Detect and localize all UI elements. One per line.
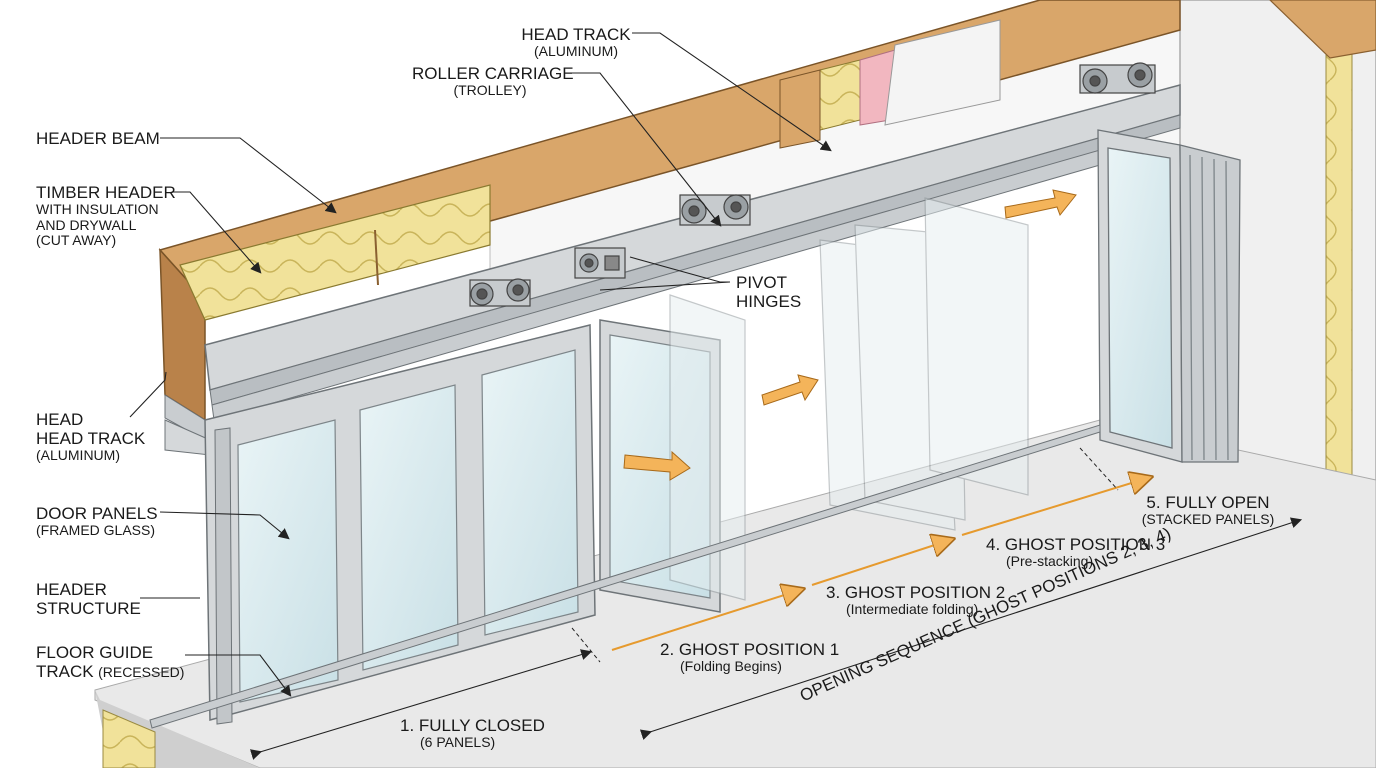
motion-arrows (623, 189, 1077, 481)
label-header-beam: HEADER BEAM (36, 129, 160, 148)
label-head-track-top: HEAD TRACK (ALUMINUM) (521, 25, 631, 60)
label-door-panels: DOOR PANELS (FRAMED GLASS) (36, 504, 158, 539)
label-ghost-position-3: 4. GHOST POSITION 3 (Pre-stacking) (986, 535, 1166, 570)
wall-insulation (1325, 39, 1353, 493)
label-roller-carriage: ROLLER CARRIAGE (TROLLEY) (412, 64, 574, 99)
wall-top-timber (1269, 0, 1376, 59)
stack-guide (1079, 447, 1119, 491)
label-floor-guide-track: FLOOR GUIDE TRACK (RECESSED) (36, 643, 185, 682)
header-insulation (179, 184, 491, 321)
closed-door-panels (204, 324, 596, 725)
label-timber-header: TIMBER HEADER WITH INSULATION AND DRYWAL… (36, 183, 176, 249)
label-ghost-position-1: 2. GHOST POSITION 1 (Folding Begins) (660, 640, 840, 675)
label-head-track-left: HEAD HEAD TRACK (ALUMINUM) (36, 410, 146, 464)
label-fully-closed: 1. FULLY CLOSED (6 PANELS) (400, 716, 545, 751)
label-fully-open: 5. FULLY OPEN (STACKED PANELS) (1141, 493, 1275, 528)
leader-lines (129, 32, 832, 697)
label-ghost-position-2: 3. GHOST POSITION 2 (Intermediate foldin… (826, 583, 1006, 618)
roller-carriages (469, 62, 1156, 307)
stacked-panels (1097, 129, 1241, 463)
label-pivot-hinges: PIVOT HINGES (736, 273, 802, 312)
dim-opening (639, 517, 1303, 740)
dim-closed (249, 649, 593, 760)
label-header-structure: HEADER STRUCTURE (36, 580, 141, 619)
